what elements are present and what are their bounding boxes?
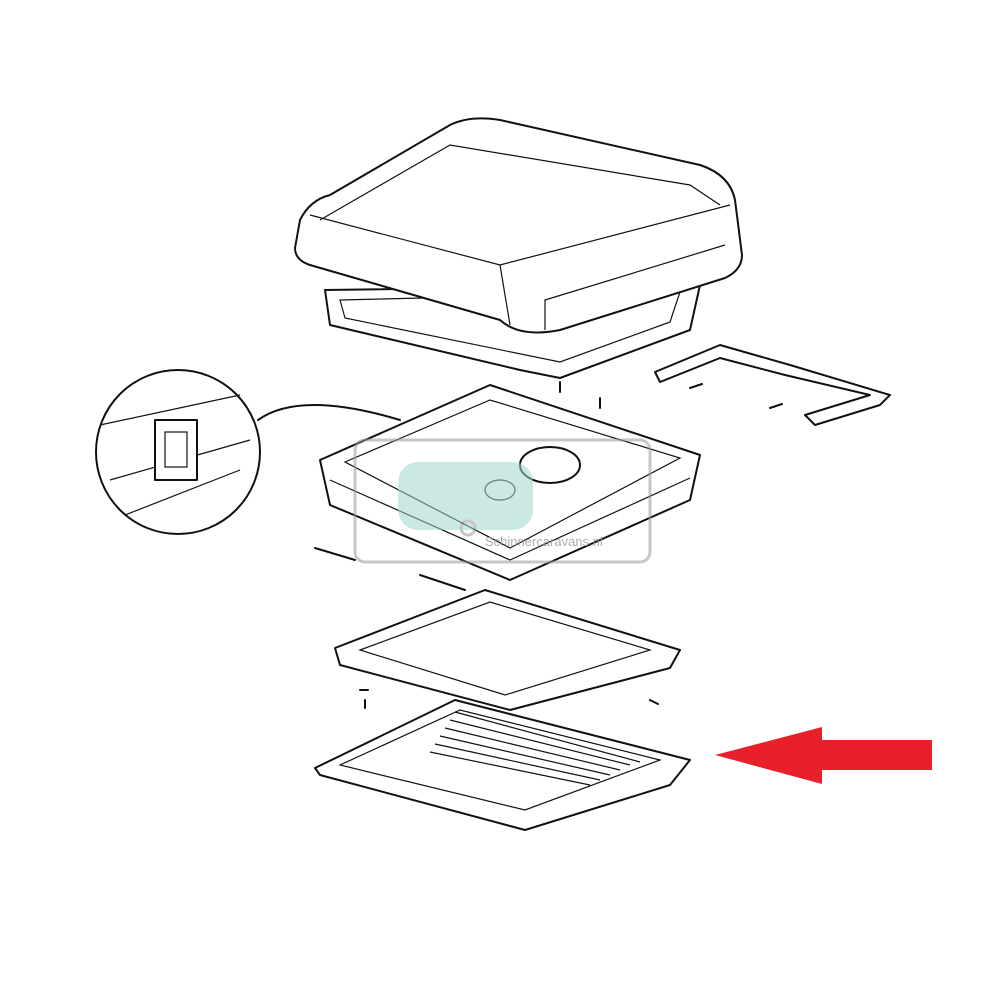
dome-cover xyxy=(294,117,743,379)
red-arrow-icon xyxy=(715,727,932,784)
detail-magnifier xyxy=(95,369,401,535)
watermark-logo xyxy=(353,438,652,564)
lift-arm xyxy=(559,344,891,426)
inner-frame xyxy=(334,589,681,711)
watermark-text: Schinnercaravans.nl xyxy=(485,534,603,549)
insect-screen-frame xyxy=(314,699,691,831)
